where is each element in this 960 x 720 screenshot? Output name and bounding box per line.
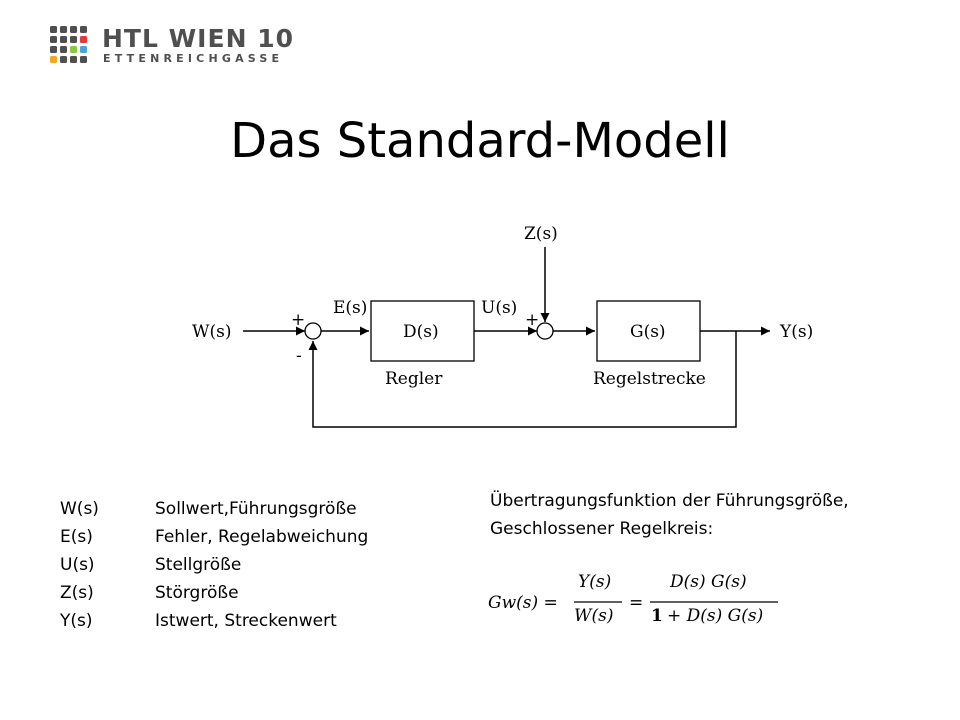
plant-caption: Regelstrecke [593,369,706,389]
fraction1-numerator: Y(s) [578,572,611,592]
legend-symbol: E(s) [60,527,93,547]
legend-symbol: U(s) [60,555,95,575]
transfer-function-label-line1: Übertragungsfunktion der Führungsgröße, [490,491,849,511]
fraction2-denominator-rest: + D(s) G(s) [667,606,763,626]
logo-square [60,26,67,33]
logo-square [50,46,57,53]
controller-caption: Regler [385,369,443,389]
plant-block [596,300,701,362]
legend-description: Stellgröße [155,555,242,575]
formula-equals: = [629,593,643,613]
logo-title: HTL WIEN 10 [102,24,294,53]
logo-square [50,36,57,43]
logo-square [70,56,77,63]
logo-square [70,36,77,43]
formula-lhs: Gw(s) = [488,593,558,613]
legend-description: Istwert, Streckenwert [155,611,337,631]
legend-description: Sollwert,Führungsgröße [155,499,357,519]
sum2-plus-sign: + [525,310,539,330]
z-label: Z(s) [524,224,558,244]
logo-square [80,56,87,63]
sum1-plus-sign: + [291,310,305,330]
w-label: W(s) [192,322,231,342]
e-label: E(s) [333,298,367,318]
legend-description: Fehler, Regelabweichung [155,527,369,547]
logo-square [60,36,67,43]
u-label: U(s) [481,298,517,318]
logo-subtitle: ETTENREICHGASSE [103,52,284,65]
fraction2-numerator: D(s) G(s) [669,572,747,592]
logo-square [80,26,87,33]
y-label: Y(s) [779,322,813,342]
feedback-path [308,331,737,428]
sum1-minus-sign: - [296,346,302,366]
transfer-function-label: Übertragungsfunktion der Führungsgröße, … [490,487,849,543]
legend-description: Störgröße [155,583,239,603]
logo-square [60,46,67,53]
logo-square [80,46,87,53]
logo-square [50,56,57,63]
legend-symbol: W(s) [60,499,99,519]
transfer-function-label-line2: Geschlossener Regelkreis: [490,519,714,539]
logo-square [80,36,87,43]
school-logo: HTL WIEN 10 ETTENREICHGASSE [50,26,293,68]
logo-square [70,46,77,53]
fraction2-denominator-one: 1 [651,606,663,626]
controller-block-label: D(s) [403,322,439,342]
logo-square [60,56,67,63]
legend-symbol: Z(s) [60,583,94,603]
legend-symbol: Y(s) [60,611,93,631]
logo-square [50,26,57,33]
fraction1-denominator: W(s) [574,606,613,626]
page-title: Das Standard-Modell [230,113,730,169]
logo-square [70,26,77,33]
plant-block-label: G(s) [630,322,666,342]
